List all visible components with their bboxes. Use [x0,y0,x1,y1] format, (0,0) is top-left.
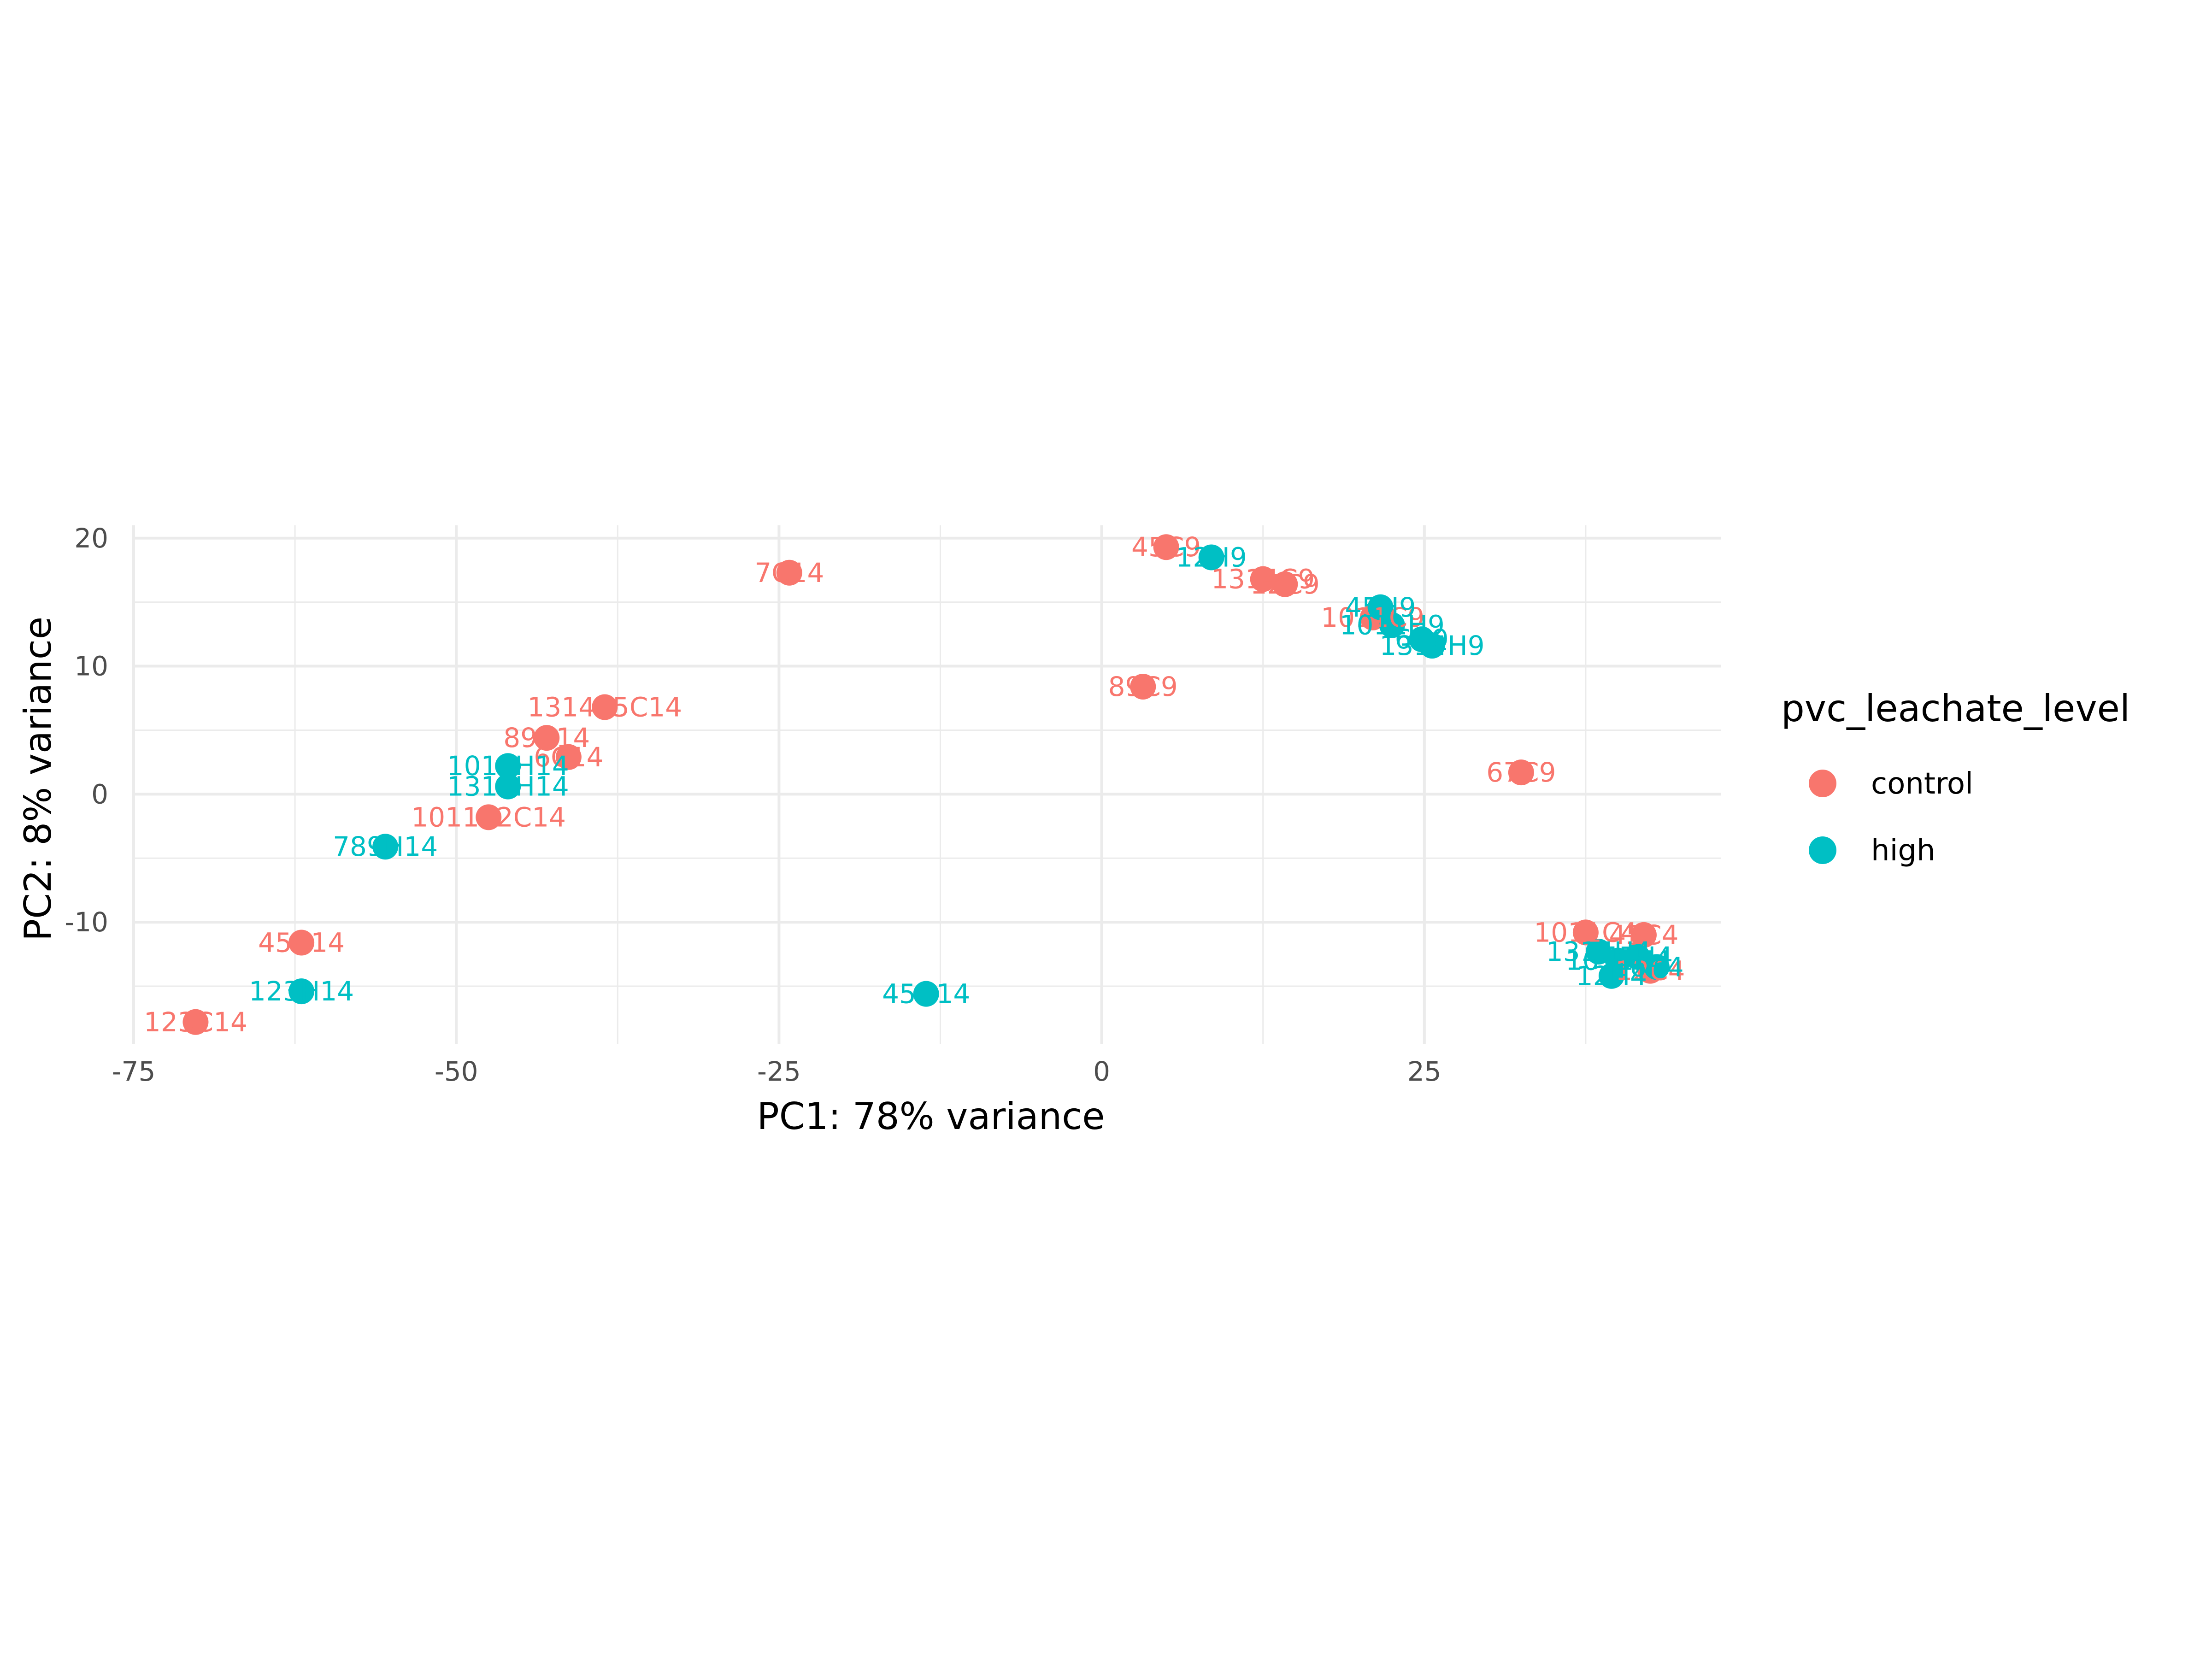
data-point-control [555,744,582,770]
data-point-high [1643,954,1670,980]
data-label-control: 12C9 [1250,569,1320,600]
y-tick-label: 10 [74,651,108,682]
data-label-high: 12H9 [1176,541,1247,573]
data-point-control [1572,919,1599,946]
data-label-control: 1314C9 [1211,564,1315,595]
data-point-control [1153,534,1179,560]
legend: pvc_leachate_level control high [1781,687,2130,868]
data-label-control: 89C9 [1108,671,1178,702]
data-label-control: 123C14 [144,1006,247,1038]
data-label-control: 67C9 [1486,757,1556,788]
data-point-high [1198,544,1224,571]
data-point-control [1130,674,1156,700]
data-point-high [495,773,521,800]
data-label-control: 89C14 [503,722,590,753]
y-axis-title: PC2: 8% variance [17,617,59,941]
data-label-control: 6C14 [534,741,603,773]
data-point-high [1585,939,1612,965]
data-label-control: 1011C9 [1321,602,1424,633]
data-label-high: 6H4 [1630,951,1683,982]
data-point-control [592,694,618,720]
data-point-control [534,725,560,751]
data-point-high [1419,633,1445,659]
data-label-high: 45H9 [1345,592,1416,623]
data-label-high: 1314H9 [1380,630,1485,661]
data-label-control: 1011C4 [1534,917,1637,948]
data-label-control: 131415C14 [527,691,682,723]
data-label-high: 1011H9 [1340,610,1445,641]
data-label-control: 101112C14 [411,801,566,833]
data-label-high: 1011H4 [1565,945,1671,976]
data-point-high [913,981,939,1007]
x-tick-label: 0 [1093,1056,1110,1087]
data-point-control [1272,571,1298,597]
data-point-control [1508,759,1534,786]
x-tick-label: 25 [1407,1056,1441,1087]
data-point-control [476,804,502,830]
data-label-control: 45C9 [1131,531,1201,563]
data-label-high: 1314H4 [1546,936,1651,967]
data-label-high: 1011H14 [447,750,569,782]
data-label-control: 12C4 [1615,955,1685,987]
data-label-control: 7C14 [754,557,824,588]
data-label-high: 123H14 [249,976,354,1007]
data-label-control: 45C14 [258,927,345,959]
legend-title: pvc_leachate_level [1781,687,2130,730]
data-point-high [372,834,399,860]
data-point-control [288,930,315,956]
data-point-control [1250,566,1276,592]
y-tick-label: 20 [74,523,108,554]
data-label-high: 45H14 [882,978,970,1010]
data-point-control [182,1009,209,1035]
data-point-high [288,978,315,1005]
legend-key-control [1809,770,1836,797]
data-label-high: 6H9 [1395,624,1449,655]
data-point-high [1598,963,1624,989]
x-tick-label: -25 [757,1056,801,1087]
legend-label-high: high [1871,834,1936,868]
data-label-high: 1314H14 [447,771,569,802]
y-tick-label: -10 [65,906,108,938]
data-label-high: 789H14 [333,831,438,862]
legend-key-high [1809,836,1836,864]
data-point-control [1630,922,1657,948]
data-label-high: 12H4 [1576,960,1647,992]
x-tick-label: -75 [112,1056,156,1087]
legend-entries: control high [1809,767,1973,868]
y-axis-ticks: -10 0 10 20 [65,523,108,938]
x-tick-label: -50 [435,1056,478,1087]
data-points [182,534,1670,1035]
data-point-high [1379,612,1405,638]
data-label-high: 45H4 [1602,941,1673,972]
legend-label-control: control [1871,767,1973,801]
grid-major [132,525,1721,1044]
x-axis-ticks: -75 -50 -25 0 25 [112,1056,1441,1087]
data-label-control: 45C4 [1609,919,1678,951]
data-point-high [495,753,521,779]
data-point-control [776,559,802,586]
y-tick-label: 0 [91,778,108,810]
x-axis-title: PC1: 78% variance [757,1095,1105,1138]
data-point-high [1624,944,1650,970]
